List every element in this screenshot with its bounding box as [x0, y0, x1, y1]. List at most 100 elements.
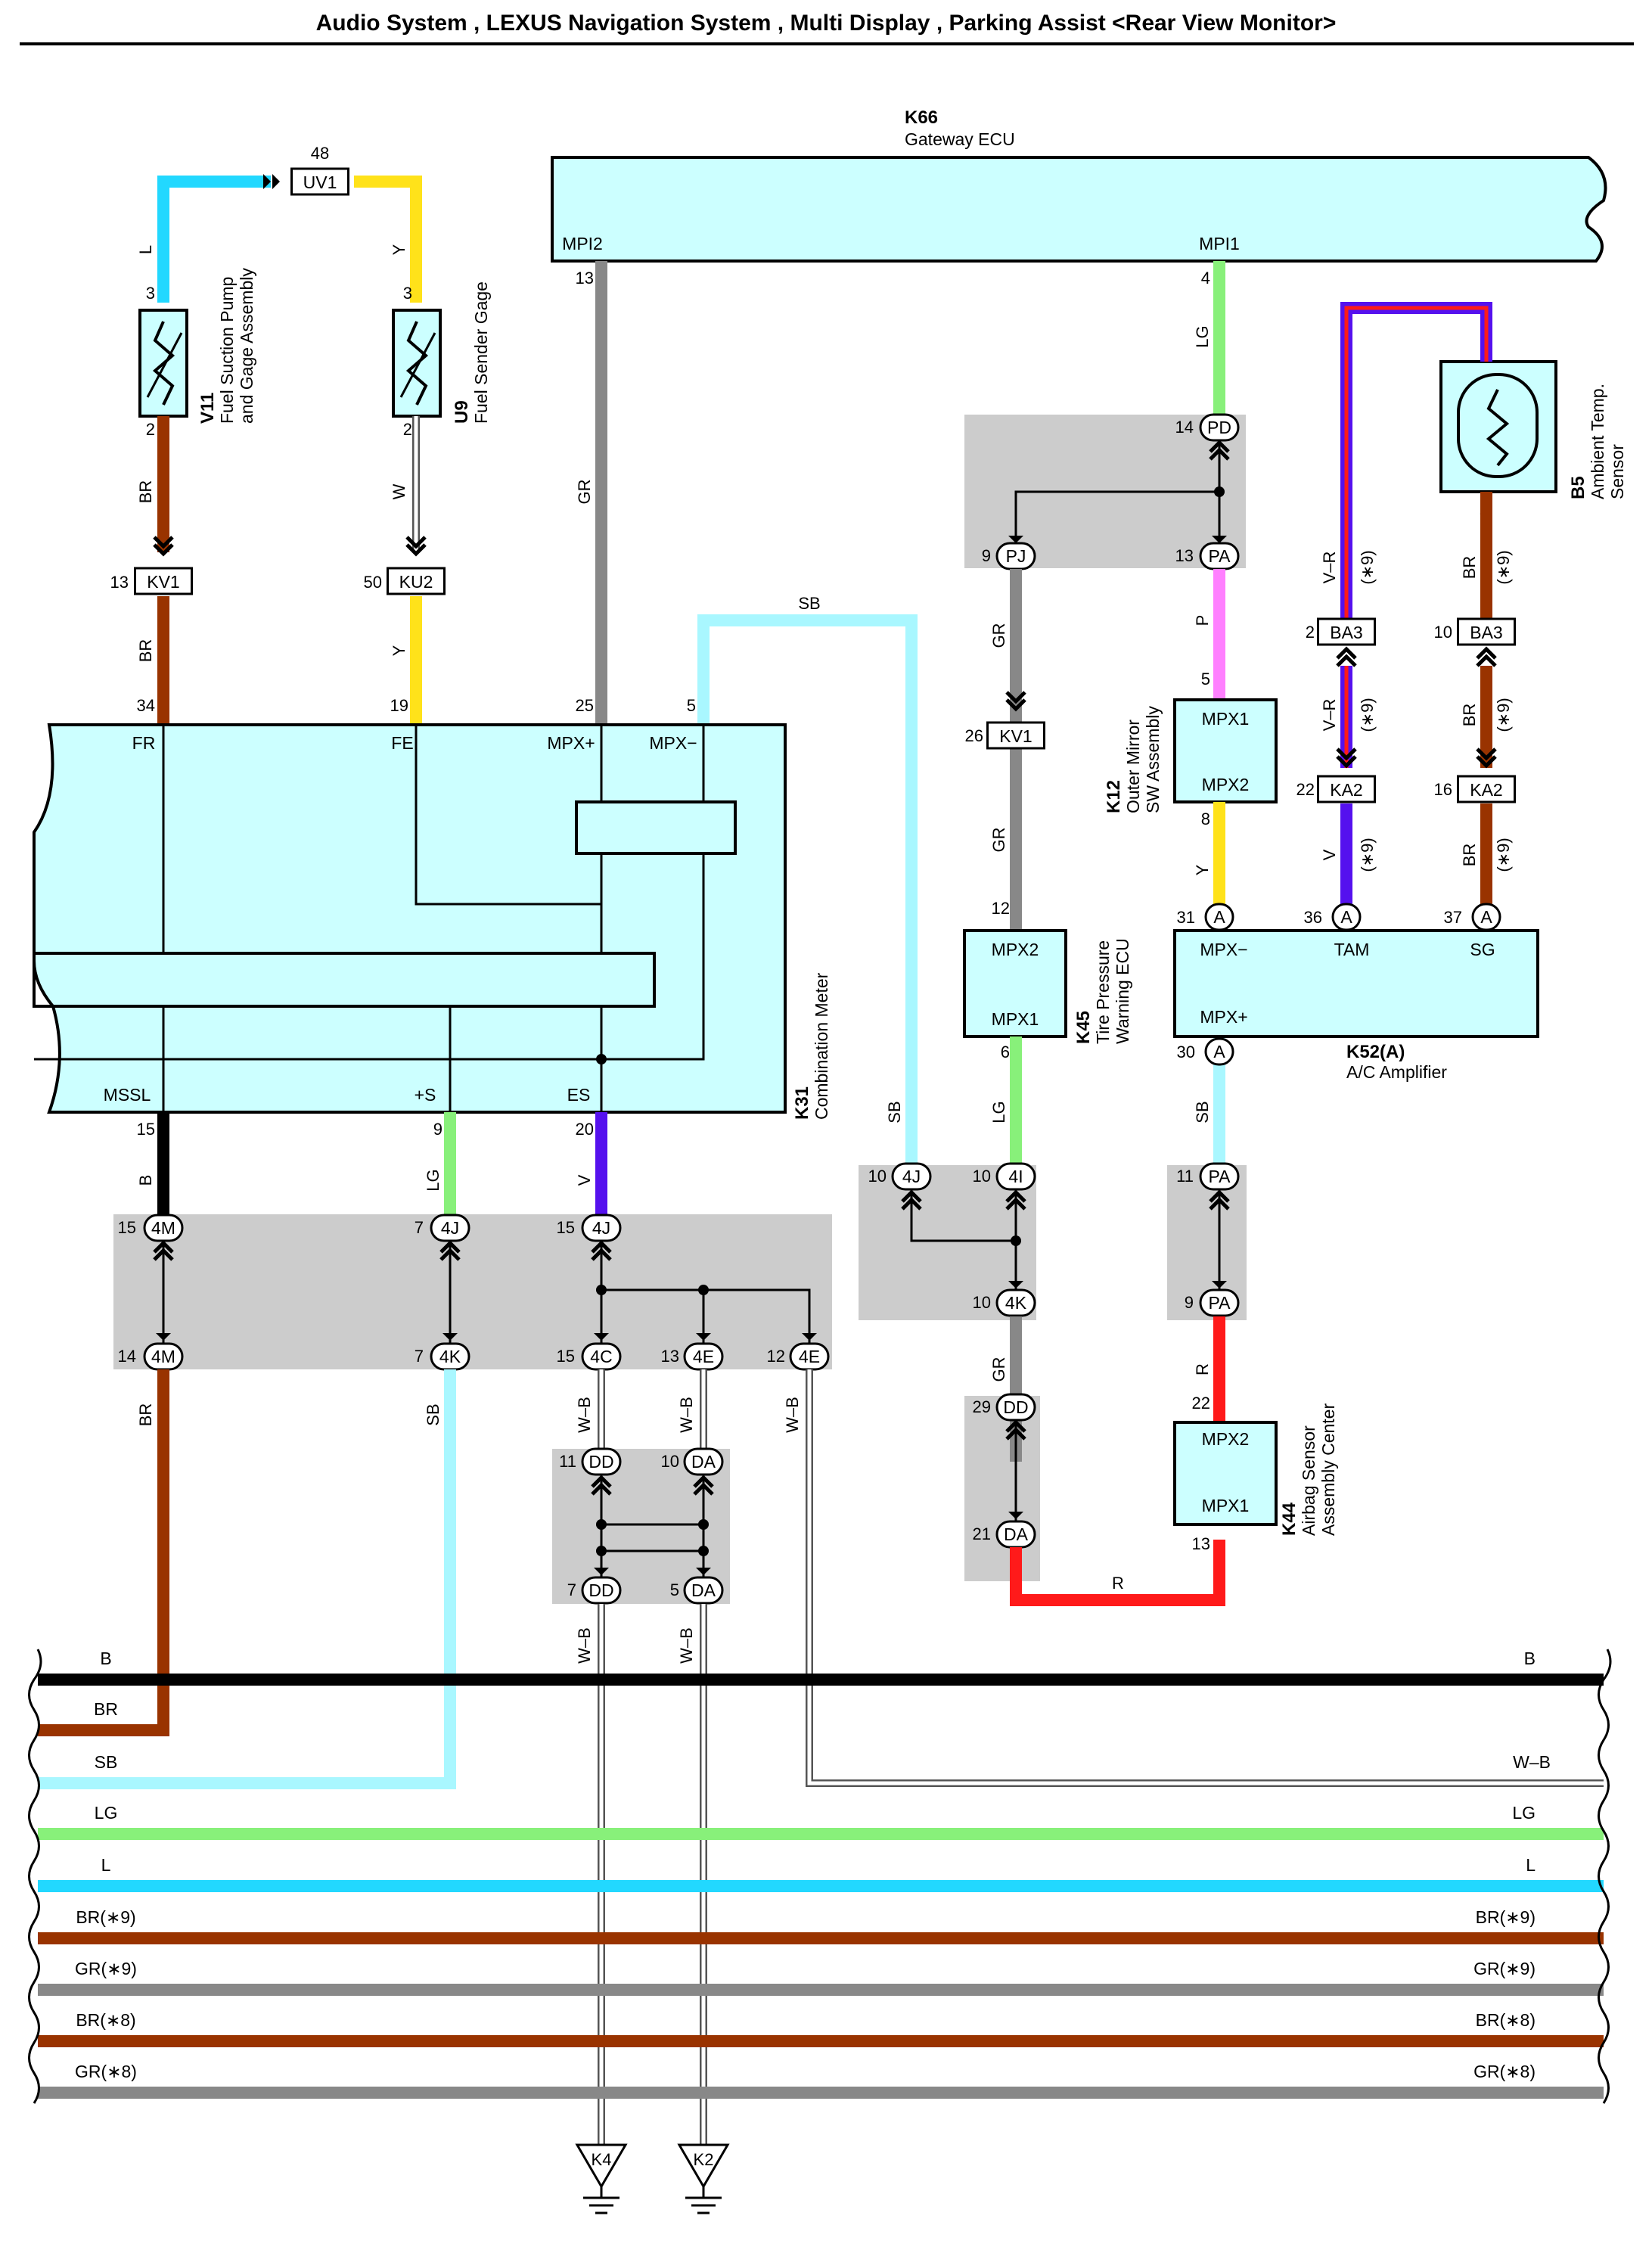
- pin-number: 9: [433, 1120, 442, 1139]
- chev-kv1-b: [153, 543, 174, 557]
- k44-code: K44: [1279, 1502, 1300, 1536]
- bus-label-sb-left: SB: [95, 1752, 118, 1772]
- connector-ba3-10-box: [1457, 617, 1516, 646]
- pin-number: 48: [311, 144, 329, 163]
- connector-4i: 4I: [1008, 1167, 1023, 1186]
- arrow-down: [1008, 1512, 1023, 1519]
- arrow-uv1b: [263, 174, 271, 189]
- bus-label-l-right: L: [1526, 1855, 1536, 1875]
- wire-color-label: W: [390, 483, 408, 499]
- wire-r-k44: [1010, 1540, 1225, 1606]
- k66-code: K66: [905, 107, 938, 128]
- connector-ku2-box: [387, 567, 446, 595]
- pin-number: 15: [557, 1347, 575, 1366]
- connector-4k-mid-oval: [995, 1288, 1036, 1317]
- k12-pin-mpx2: MPX2: [1202, 775, 1250, 794]
- bus-label-gr9-right: GR(∗9): [1473, 1959, 1536, 1978]
- v11-resistor-icon: [152, 321, 175, 406]
- k52-name: A/C Amplifier: [1346, 1062, 1447, 1082]
- wire-color-label: LG: [1193, 325, 1212, 347]
- connector-dd-29: DD: [1003, 1397, 1028, 1417]
- k31-pin-mssl: MSSL: [104, 1085, 151, 1105]
- connector-4j-top: 4J: [441, 1218, 459, 1238]
- pin-number: 12: [767, 1347, 785, 1366]
- arrow-down: [594, 1333, 609, 1341]
- pin-number: 6: [1001, 1043, 1010, 1061]
- pin-number: 8: [1201, 810, 1210, 828]
- k44-name2: Assembly Center: [1318, 1403, 1338, 1536]
- wire-color-label: V: [575, 1174, 594, 1186]
- chev-ku2-b: [405, 543, 427, 557]
- pin-number: 4: [1201, 269, 1210, 287]
- connector-ka2-16-box: [1457, 775, 1516, 803]
- splice-region-4m: [113, 1214, 832, 1369]
- chev-up-a: [439, 1248, 461, 1261]
- k31-code: K31: [792, 1086, 812, 1120]
- pin-number: 21: [973, 1524, 991, 1543]
- chev-kv1-2-a: [1005, 691, 1026, 704]
- v11-name2: and Gage Assembly: [237, 268, 256, 424]
- k66-gateway-ecu-body: [551, 156, 1607, 263]
- k52-pin-mpx-plus: MPX+: [1200, 1007, 1247, 1027]
- wire-color-label: B: [136, 1175, 155, 1186]
- bus-label-gr8-right: GR(∗8): [1473, 2062, 1536, 2081]
- connector-4j-mid: 4J: [902, 1167, 921, 1186]
- connector-pa-9-oval: [1199, 1288, 1240, 1317]
- wire-color-label: R: [1112, 1574, 1124, 1593]
- wire-color-label: BR: [1460, 844, 1479, 867]
- pin-number: 12: [992, 899, 1010, 918]
- pin-number: 50: [364, 573, 382, 592]
- pin-number: 16: [1434, 780, 1452, 799]
- chev-ka2-a: [1336, 747, 1357, 761]
- wire-color-label: V: [1320, 849, 1339, 860]
- connector-pd: PD: [1207, 418, 1231, 437]
- connector-4m-bot: 4M: [151, 1347, 175, 1366]
- connector-dd-7-oval: [581, 1576, 622, 1605]
- pin-number: 2: [1306, 623, 1315, 642]
- wire-color-label: LG: [989, 1101, 1008, 1123]
- wire-color-label: GR: [989, 828, 1008, 853]
- chev-ka2b-a: [1476, 747, 1497, 761]
- pin-number: 34: [137, 696, 155, 715]
- pin-number: 9: [982, 546, 991, 565]
- b5-name1: Ambient Temp.: [1588, 384, 1607, 499]
- chev-up-b: [1336, 646, 1357, 660]
- arrow-down: [1212, 536, 1227, 543]
- pin-number: 19: [390, 696, 408, 715]
- v11-name1: Fuel Suction Pump: [217, 277, 237, 424]
- connector-ka2-16: KA2: [1470, 780, 1502, 800]
- splice-region-dd2: [964, 1396, 1040, 1581]
- chev-kv1-2-b: [1005, 698, 1026, 712]
- connector-kv1-2-box: [986, 721, 1045, 750]
- arrow-down: [696, 1333, 711, 1341]
- connector-da-5-oval: [683, 1576, 724, 1605]
- arrow-down: [442, 1333, 458, 1341]
- pin-number: 14: [1175, 418, 1194, 437]
- junction-dot: [596, 1285, 607, 1295]
- k52-pin-sg: SG: [1470, 940, 1495, 959]
- k12-name1: Outer Mirror: [1123, 719, 1143, 813]
- pin-number: 30: [1177, 1043, 1195, 1061]
- k52-ac-amplifier: [1173, 929, 1539, 1038]
- pin-number: 14: [118, 1347, 136, 1366]
- k52-code: K52(A): [1346, 1042, 1405, 1062]
- connector-pa: PA: [1209, 546, 1231, 566]
- wire-color-label: W–B: [575, 1397, 594, 1433]
- k12-name2: SW Assembly: [1143, 706, 1163, 813]
- connector-da-21: DA: [1004, 1524, 1029, 1544]
- chev-up-b: [1476, 646, 1497, 660]
- bus-label-lg-left: LG: [95, 1803, 118, 1823]
- connector-pj: PJ: [1006, 546, 1026, 566]
- k66-pin-mpi1: MPI1: [1199, 234, 1240, 253]
- pin-number: 10: [868, 1167, 887, 1186]
- wire-color-label: (∗9): [1494, 550, 1513, 584]
- k31-junction-dot: [596, 1054, 607, 1064]
- bus-break-right: [1598, 1649, 1612, 2104]
- arrow-down: [1008, 1281, 1023, 1288]
- wire-color-label: Y: [390, 244, 408, 255]
- bus-label-br9-right: BR(∗9): [1476, 1907, 1536, 1927]
- wire-color-label: LG: [424, 1169, 442, 1191]
- k52-pin-tam: TAM: [1334, 940, 1370, 959]
- pin-number: 20: [576, 1120, 594, 1139]
- chev-up-a: [591, 1248, 612, 1261]
